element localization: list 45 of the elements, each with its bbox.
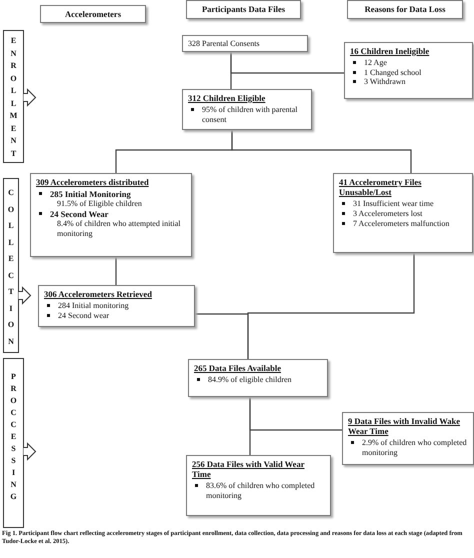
- list-item: 285 Initial Monitoring: [50, 189, 131, 200]
- list-item: 3 Withdrawn: [364, 77, 406, 87]
- list-item: 2.9% of children who completed monitoring: [362, 438, 468, 458]
- list-item: 95% of children with parental consent: [202, 105, 299, 124]
- process-box: [30, 173, 192, 257]
- process-box: [188, 359, 328, 397]
- list-item: 31 Insufficient wear time: [353, 199, 434, 209]
- connector-line: [247, 253, 415, 359]
- stage-label: COLLECTION: [8, 187, 14, 348]
- process-box: [182, 89, 312, 130]
- process-box: [182, 35, 308, 52]
- connector-line: [249, 397, 342, 431]
- column-header: Participants Data Files: [186, 0, 301, 19]
- list-item: 84.9% of eligible children: [208, 375, 292, 385]
- list-item: 284 Initial monitoring: [58, 301, 129, 311]
- connector-line: [231, 130, 412, 173]
- process-box: [186, 455, 331, 516]
- box-heading: 306 Accelerometers Retrieved: [44, 289, 153, 300]
- list-item: 1 Changed school: [364, 68, 422, 78]
- list-item: 12 Age: [364, 58, 387, 68]
- box-heading: 265 Data Files Available: [194, 363, 282, 374]
- column-header: Reasons for Data Loss: [347, 0, 463, 19]
- box-heading: 256 Data Files with Valid Wear Time: [192, 459, 306, 480]
- list-item: 7 Accelerometers malfunction: [353, 218, 450, 228]
- process-box: [333, 173, 473, 253]
- process-box: [38, 285, 195, 327]
- list-item-note: 8.4% of children who attempted initial monitoring: [56, 219, 182, 238]
- connector-line: [230, 52, 344, 74]
- column-header: Accelerometers: [40, 5, 146, 23]
- box-heading: 312 Children Eligible: [188, 93, 266, 104]
- process-box: [342, 412, 474, 465]
- stage-label: ENROLLMENT: [10, 35, 18, 160]
- list-item: 3 Accelerometers lost: [353, 208, 422, 219]
- box-heading: 9 Data Files with Invalid Wake Wear Time: [348, 416, 462, 436]
- stage-label: PROCCESSING: [10, 371, 17, 503]
- list-item-note: 91.5% of Eligible children: [56, 199, 143, 209]
- box-text: 328 Parental Consents: [188, 39, 260, 48]
- process-box: [344, 42, 473, 99]
- box-heading: 41 Accelerometry Files Unusable/Lost: [339, 177, 422, 198]
- list-item: 83.6% of children who completed monitoring: [206, 481, 316, 501]
- list-item: 24 Second Wear: [50, 208, 108, 220]
- list-item: 24 Second wear: [58, 310, 110, 320]
- box-heading: 16 Children Ineligible: [350, 46, 430, 56]
- connector-line: [115, 257, 117, 285]
- box-heading: 309 Accelerometers distributed: [36, 177, 150, 188]
